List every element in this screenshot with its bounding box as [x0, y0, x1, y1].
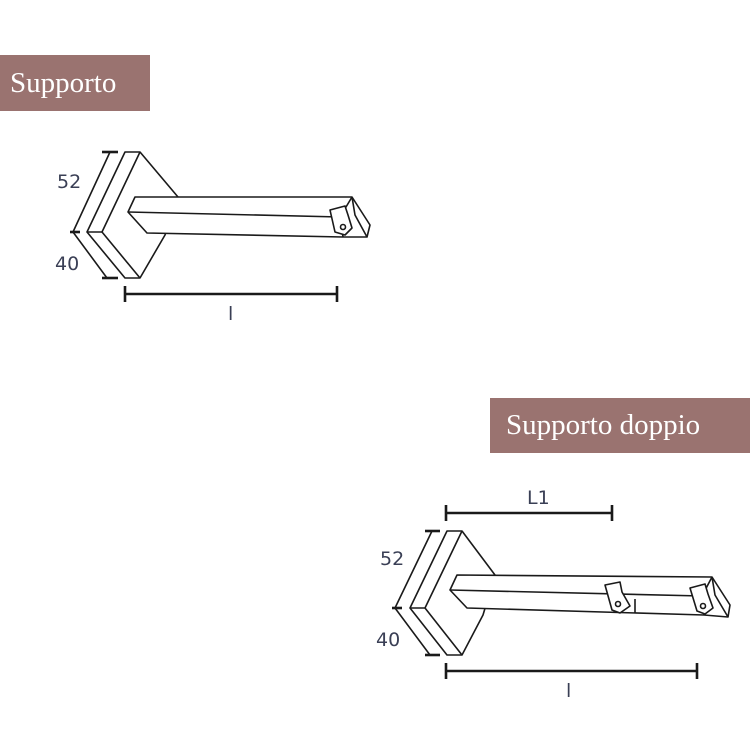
glider-clip — [329, 205, 353, 236]
dim-label-l: l — [228, 303, 233, 325]
single-bracket-drawing: 52 40 l — [55, 150, 371, 325]
arm — [127, 196, 371, 238]
dimension-height — [392, 529, 440, 657]
dim-label-52: 52 — [57, 171, 81, 193]
dimension-height — [70, 150, 118, 280]
glider-clip-inner — [604, 581, 631, 614]
dim-label-40: 40 — [55, 253, 79, 275]
dim-label-52: 52 — [380, 548, 404, 570]
dim-label-l: l — [566, 680, 571, 702]
arm — [449, 574, 731, 618]
dimension-length — [444, 663, 699, 679]
glider-clip-outer — [689, 583, 714, 615]
double-bracket-drawing: L1 52 40 l — [376, 487, 731, 702]
dimension-length — [123, 286, 339, 302]
dim-label-L1: L1 — [527, 487, 550, 509]
section-title-supporto-doppio: Supporto doppio — [490, 398, 750, 453]
dim-label-40: 40 — [376, 629, 400, 651]
section-title-supporto: Supporto — [0, 55, 150, 111]
dimension-l1 — [444, 505, 614, 521]
